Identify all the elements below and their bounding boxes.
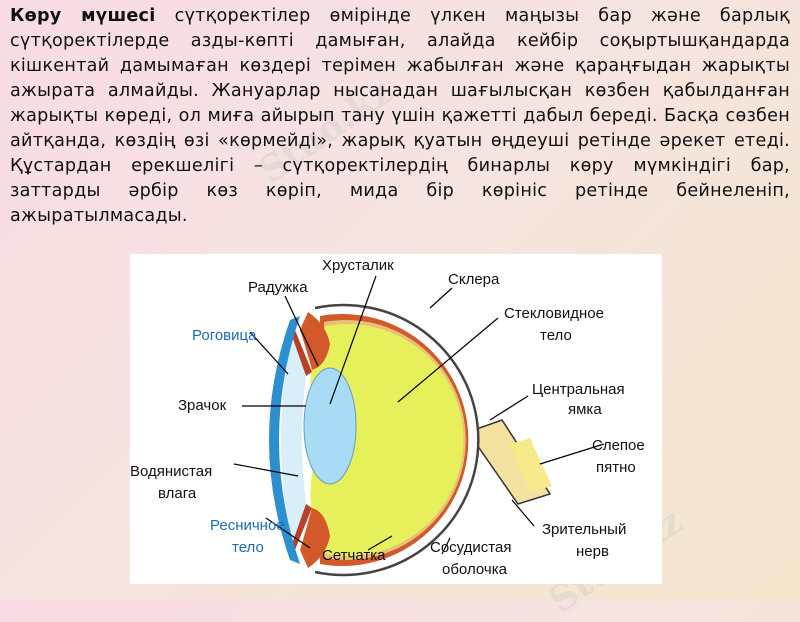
label-raduzhka: Радужка (248, 279, 308, 296)
label-vlaga-2: влага (158, 485, 197, 502)
label-pyatno-1: Слепое (592, 437, 645, 454)
eye-diagram: Хрусталик Радужка Склера Роговица Стекло… (130, 254, 662, 584)
label-nerv-1: Зрительный (542, 521, 626, 538)
ciliary-body-bottom (300, 508, 330, 568)
label-steklo-2: тело (540, 327, 572, 344)
label-sklera: Склера (448, 271, 500, 288)
iris-top (290, 330, 312, 376)
label-resnichnoe-1: Ресничное (210, 517, 285, 534)
label-setchatka: Сетчатка (322, 547, 386, 564)
anterior-chamber (281, 336, 306, 544)
description-paragraph: Көру мүшесі сүтқоректілер өмірінде үлкен… (10, 4, 790, 229)
label-resnichnoe-2: тело (232, 539, 264, 556)
lens (303, 367, 357, 485)
paragraph-lead: Көру мүшесі (10, 6, 156, 26)
label-rogovica: Роговица (192, 327, 257, 344)
paragraph-text: сүтқоректілер өмірінде үлкен маңызы бар … (10, 6, 790, 226)
vitreous-body (310, 324, 464, 556)
label-zrachok: Зрачок (178, 397, 227, 414)
label-sosud-2: оболочка (442, 561, 508, 578)
label-yamka-2: ямка (568, 401, 602, 418)
ciliary-body-top (300, 312, 330, 370)
label-steklo-1: Стекловидное (504, 305, 604, 322)
label-vlaga-1: Водянистая (130, 463, 212, 480)
nerve-sheath (510, 438, 552, 492)
eye-diagram-svg: Хрусталик Радужка Склера Роговица Стекло… (130, 257, 645, 578)
label-nerv-2: нерв (576, 543, 609, 560)
label-yamka-1: Центральная (532, 381, 625, 398)
label-sosud-1: Сосудистая (430, 539, 511, 556)
cornea (269, 316, 300, 564)
label-pyatno-2: пятно (596, 459, 636, 476)
label-hrustalik: Хрусталик (322, 257, 394, 274)
